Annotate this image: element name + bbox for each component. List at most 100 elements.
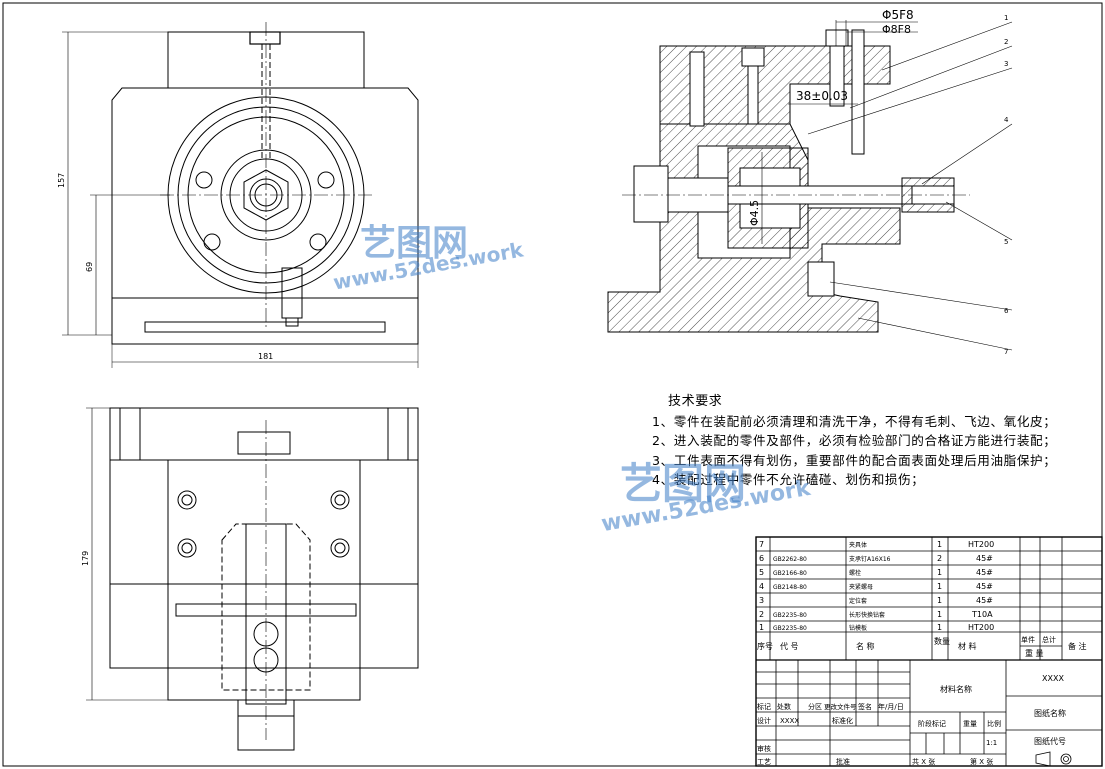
svg-text:名 称: 名 称: [856, 641, 875, 651]
leader-lines: [807, 21, 1013, 351]
requirement-item: 4、装配过程中零件不允许磕碰、划伤和损伤；: [652, 472, 925, 487]
requirement-item: 2、进入装配的零件及部件，必须有检验部门的合格证方能进行装配；: [652, 433, 1057, 448]
svg-text:比例: 比例: [987, 719, 1001, 728]
section-view: [607, 29, 970, 333]
svg-text:1: 1: [937, 623, 942, 632]
svg-text:45#: 45#: [976, 596, 993, 605]
svg-text:1: 1: [937, 568, 942, 577]
svg-text:GB2262-80: GB2262-80: [773, 556, 807, 563]
svg-text:1: 1: [937, 582, 942, 591]
svg-text:T10A: T10A: [971, 610, 993, 619]
requirement-item: 1、零件在装配前必须清理和清洗干净，不得有毛刺、飞边、氧化皮；: [652, 413, 1057, 429]
svg-text:45#: 45#: [976, 568, 993, 577]
svg-text:HT200: HT200: [968, 540, 994, 549]
svg-text:分区: 分区: [808, 702, 822, 711]
svg-text:长形快换钻套: 长形快换钻套: [849, 611, 885, 619]
drawing-name: 图纸名称: [1034, 708, 1066, 718]
svg-text:6: 6: [759, 554, 764, 563]
front-view: [62, 22, 419, 368]
svg-text:重量: 重量: [963, 720, 977, 728]
svg-text:3: 3: [759, 596, 764, 605]
svg-text:45#: 45#: [976, 554, 993, 563]
svg-text:单件: 单件: [1021, 635, 1035, 644]
svg-text:GB2235-80: GB2235-80: [773, 612, 807, 619]
svg-text:1: 1: [937, 610, 942, 619]
title-block: 材料名称 XXXX 图纸名称 图纸代号 标记 处数 分区 更改文件号 签名 年/…: [757, 674, 1066, 766]
technical-requirements: 技术要求 1、零件在装配前必须清理和清洗干净，不得有毛刺、飞边、氧化皮； 2、进…: [652, 392, 1092, 490]
dim-bore: Φ4.5: [748, 200, 761, 226]
balloon-labels: 1 2 3 4 5 6 7: [1004, 14, 1009, 356]
company-name: XXXX: [1042, 674, 1064, 683]
svg-text:阶段标记: 阶段标记: [918, 719, 946, 728]
svg-text:GB2148-80: GB2148-80: [773, 584, 807, 591]
svg-text:年/月/日: 年/月/日: [878, 702, 904, 711]
requirements-title: 技术要求: [668, 394, 723, 409]
svg-text:2: 2: [937, 554, 942, 563]
svg-text:45#: 45#: [976, 582, 993, 591]
part-row-1: 1 GB2235-80 钻模板 1 HT200: [759, 623, 994, 632]
svg-text:签名: 签名: [858, 702, 872, 711]
section-dimensions: [761, 20, 918, 244]
svg-text:HT200: HT200: [968, 623, 994, 632]
svg-text:1: 1: [759, 623, 764, 632]
svg-text:支承钉A16X16: 支承钉A16X16: [849, 555, 891, 563]
parts-header: 序号 代 号 名 称 数量 材 料 单件 总计 重 量 备 注: [757, 635, 1087, 658]
svg-text:共 X 张: 共 X 张: [912, 757, 935, 766]
svg-text:1: 1: [937, 540, 942, 549]
svg-text:1:1: 1:1: [986, 739, 997, 747]
svg-text:序号: 序号: [757, 641, 773, 651]
svg-text:重 量: 重 量: [1025, 648, 1044, 658]
part-row-4: 4 GB2148-80 夹紧螺母 1 45#: [759, 582, 993, 591]
svg-text:工艺: 工艺: [757, 758, 771, 766]
dim-front-width: 181: [258, 352, 273, 361]
part-row-5: 5 GB2166-80 螺栓 1 45#: [759, 568, 993, 577]
svg-text:代 号: 代 号: [780, 641, 799, 651]
svg-text:GB2166-80: GB2166-80: [773, 570, 807, 577]
svg-text:标记: 标记: [757, 702, 771, 711]
balloon-3: 3: [1004, 60, 1008, 68]
watermark-brand-2: 艺图网: [620, 459, 747, 508]
svg-text:螺栓: 螺栓: [849, 569, 861, 577]
svg-text:5: 5: [759, 568, 764, 577]
balloon-7: 7: [1004, 348, 1008, 356]
svg-text:定位套: 定位套: [849, 597, 867, 605]
part-row-2: 2 GB2235-80 长形快换钻套 1 T10A: [759, 610, 993, 619]
svg-text:夹具体: 夹具体: [849, 541, 867, 549]
svg-text:批准: 批准: [836, 757, 850, 766]
requirement-item: 3、工件表面不得有划伤，重要部件的配合面表面处理后用油脂保护；: [652, 452, 1057, 468]
dim-front-height: 157: [57, 173, 66, 188]
part-row-6: 6 GB2262-80 支承钉A16X16 2 45#: [759, 554, 993, 563]
svg-text:夹紧螺母: 夹紧螺母: [849, 583, 873, 591]
balloon-1: 1: [1004, 14, 1008, 22]
dim-top-fit-inner: Φ8F8: [882, 23, 911, 36]
part-row-3: 3 定位套 1 45#: [759, 596, 993, 605]
svg-text:7: 7: [759, 540, 764, 549]
svg-text:更改文件号: 更改文件号: [824, 702, 857, 711]
svg-text:1: 1: [937, 596, 942, 605]
svg-text:审核: 审核: [757, 744, 771, 753]
svg-text:设计: 设计: [757, 716, 771, 725]
svg-text:数量: 数量: [934, 636, 950, 646]
balloon-6: 6: [1004, 307, 1009, 315]
balloon-4: 4: [1004, 116, 1009, 124]
svg-text:钻模板: 钻模板: [849, 624, 867, 632]
parts-list: 7 夹具体 1 HT200 6 GB2262-80 支承钉A16X16 2 45…: [757, 540, 1087, 658]
svg-text:备 注: 备 注: [1068, 641, 1087, 651]
dim-top-fit-outer: Φ5F8: [882, 8, 914, 22]
watermark-brand: 艺图网: [360, 223, 469, 264]
balloon-2: 2: [1004, 38, 1008, 46]
svg-text:4: 4: [759, 582, 764, 591]
title-block-frame: [755, 536, 1103, 767]
svg-text:GB2235-80: GB2235-80: [773, 625, 807, 632]
svg-text:标准化: 标准化: [832, 716, 853, 725]
svg-text:总计: 总计: [1042, 635, 1056, 644]
material-name: 材料名称: [940, 684, 972, 694]
balloon-5: 5: [1004, 238, 1008, 246]
svg-text:处数: 处数: [777, 702, 791, 711]
svg-text:第 X 张: 第 X 张: [970, 757, 993, 766]
svg-text:2: 2: [759, 610, 764, 619]
dim-front-center-height: 69: [85, 262, 94, 272]
svg-text:XXXX: XXXX: [780, 717, 799, 725]
